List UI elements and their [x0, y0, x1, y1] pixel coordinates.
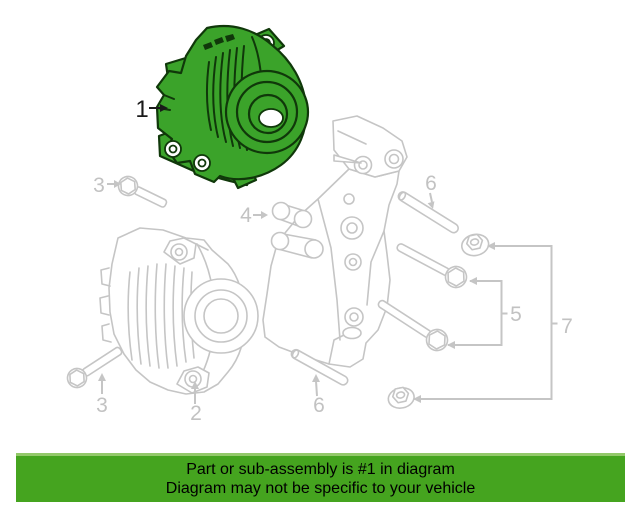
part-3-bolt-lower	[66, 346, 123, 389]
part-2-alternator	[99, 227, 259, 395]
callout-7-arrowhead-lower-icon	[413, 395, 421, 403]
part-7-nut-lower	[387, 386, 415, 409]
callout-6-bottom-arrowhead-icon	[312, 374, 320, 382]
part-6-stud-bottom	[290, 348, 349, 386]
callout-3-upper-label: 3	[93, 174, 105, 197]
banner-line1: Part or sub-assembly is #1 in diagram	[186, 461, 455, 478]
callout-3-lower: 3	[96, 373, 108, 417]
part-1-alternator-highlighted	[155, 24, 310, 190]
callout-3-lower-arrowhead-icon	[98, 373, 106, 381]
callout-5-arrowhead-lower-icon	[447, 341, 455, 349]
part-5-bolt-lower	[377, 299, 449, 352]
part-4-bracket	[262, 115, 408, 368]
callout-1-label: 1	[135, 96, 148, 123]
callout-5-arrowhead-upper-icon	[469, 277, 477, 285]
callout-4-label: 4	[240, 204, 252, 227]
callout-6-bottom-label: 6	[313, 394, 325, 417]
banner-line2: Diagram may not be specific to your vehi…	[165, 480, 476, 497]
callout-7-label: 7	[561, 315, 573, 338]
callout-3-upper-arrowhead-icon	[114, 180, 121, 188]
callout-5: 5	[447, 277, 522, 349]
info-banner: Part or sub-assembly is #1 in diagram Di…	[16, 453, 625, 502]
callout-4-arrowhead-icon	[261, 211, 268, 219]
part-7-nut-upper	[461, 233, 490, 257]
callout-7: 7	[413, 242, 573, 403]
callout-7-arrowhead-upper-icon	[487, 242, 495, 250]
callout-6-bottom: 6	[312, 374, 325, 417]
callout-4: 4	[240, 204, 268, 227]
callout-2-label: 2	[190, 402, 202, 425]
callout-3-lower-label: 3	[96, 394, 108, 417]
callout-1: 1	[135, 96, 168, 123]
callout-6-right: 6	[425, 172, 437, 209]
callout-1-arrowhead-icon	[160, 104, 168, 112]
part-5-bolt-upper	[396, 243, 468, 289]
callout-6-right-label: 6	[425, 172, 437, 195]
callout-2-arrowhead-icon	[191, 381, 199, 389]
part-6-stud-right	[397, 191, 459, 234]
callout-5-label: 5	[510, 303, 522, 326]
callout-3-upper: 3	[93, 174, 121, 197]
callout-6-right-arrowhead-icon	[427, 201, 435, 209]
part-3-bolt-upper	[117, 175, 168, 208]
callout-2: 2	[190, 381, 202, 425]
